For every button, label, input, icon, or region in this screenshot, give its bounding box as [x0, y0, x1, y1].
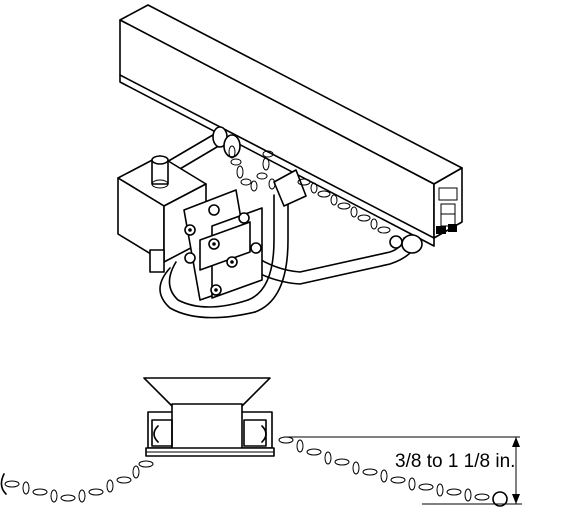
dimension-marker [284, 436, 522, 505]
chain-right [278, 436, 490, 502]
chain-end-shackle [492, 491, 508, 507]
section-view: 3/8 to 1 1/8 in. [0, 377, 522, 507]
mounting-bracket [183, 189, 263, 301]
chain-end-hook [0, 473, 7, 495]
chain-left [4, 460, 154, 503]
dimension-label: 3/8 to 1 1/8 in. [395, 451, 515, 472]
rail-track [119, 4, 463, 247]
isometric-view [117, 4, 463, 319]
safety-chain [228, 145, 391, 234]
tow-arm [159, 126, 423, 319]
hopper [143, 377, 271, 407]
